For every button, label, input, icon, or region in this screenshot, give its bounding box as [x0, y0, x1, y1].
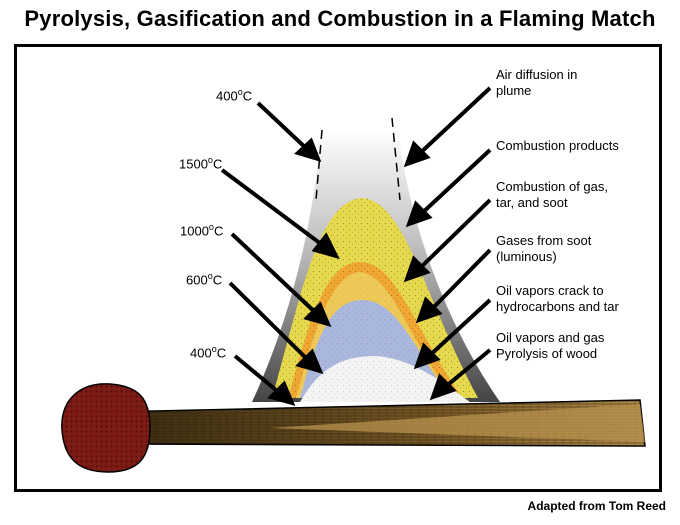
- zone-label-combustion-gas: Combustion of gas,tar, and soot: [496, 179, 609, 210]
- arrow-temp-400-top: [256, 101, 310, 152]
- arrow-temp-1500: [220, 168, 327, 249]
- arrow-pyrolysis: [442, 348, 492, 390]
- temp-label-600: 600oC: [186, 271, 223, 288]
- arrow-combustion-products: [418, 148, 492, 217]
- credit-text: Adapted from Tom Reed: [527, 499, 666, 513]
- plume-edge-right: [391, 117, 401, 201]
- arrow-oil-vapors-crack: [426, 298, 492, 359]
- arrow-combustion-gas: [416, 198, 492, 272]
- temp-label-1000: 1000oC: [180, 222, 224, 239]
- arrow-gases-soot: [428, 248, 492, 313]
- temp-label-400-top: 400oC: [216, 87, 253, 104]
- arrow-temp-1000: [230, 232, 320, 317]
- diagram-frame: [14, 44, 662, 492]
- zone-label-combustion-products: Combustion products: [496, 138, 619, 153]
- temp-label-400-bottom: 400oC: [190, 344, 227, 361]
- temp-label-1500: 1500oC: [179, 155, 223, 172]
- arrow-air-diffusion: [416, 86, 492, 157]
- arrow-temp-400-bottom: [233, 354, 284, 397]
- plume-edge-left: [315, 129, 323, 201]
- diagram-title: Pyrolysis, Gasification and Combustion i…: [24, 6, 656, 31]
- zone-label-gases-soot: Gases from soot(luminous): [496, 233, 592, 264]
- arrow-temp-600: [228, 281, 312, 364]
